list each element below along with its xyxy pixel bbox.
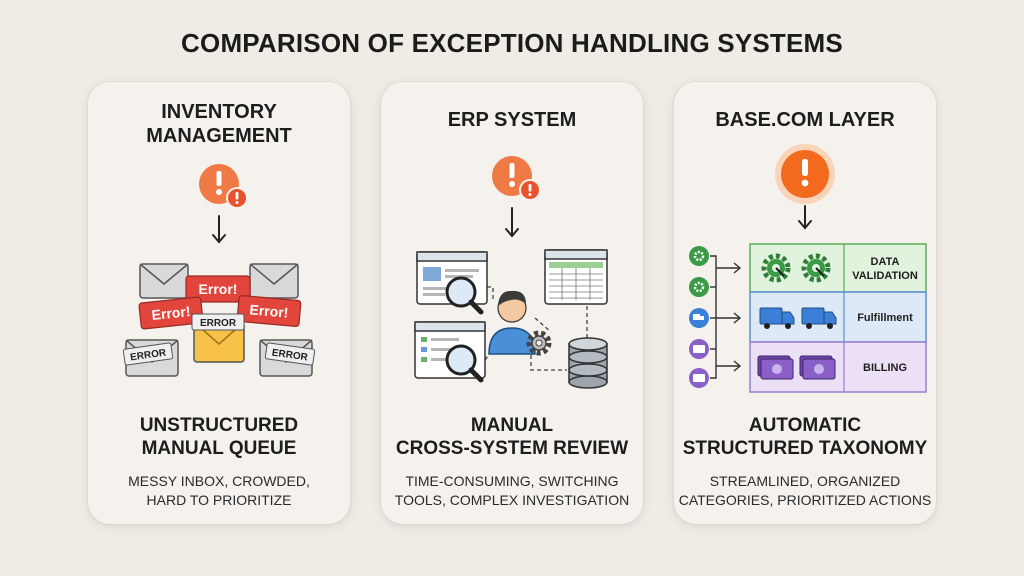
fulfillment-row: Fulfillment bbox=[749, 291, 927, 343]
error-tag: ERROR bbox=[122, 342, 174, 366]
card-subtitle-line1: MANUAL bbox=[470, 415, 554, 436]
base-com-layer-card: BASE.COM LAYER bbox=[674, 82, 936, 524]
card-description-line2: TOOLS, COMPLEX INVESTIGATION bbox=[394, 492, 630, 508]
money-icon bbox=[799, 355, 836, 380]
gear-icon bbox=[801, 253, 831, 283]
error-label: Error! bbox=[199, 281, 238, 297]
money-icon bbox=[757, 355, 794, 380]
error-note: Error! bbox=[138, 296, 204, 330]
card-heading-line2: MANAGEMENT bbox=[146, 125, 292, 147]
alert-icon bbox=[199, 164, 248, 209]
error-tag-label: ERROR bbox=[200, 318, 237, 329]
gear-icon bbox=[761, 253, 791, 283]
error-label: Error! bbox=[249, 301, 289, 320]
input-items bbox=[689, 246, 709, 388]
magnifier-icon bbox=[445, 276, 484, 315]
erp-system-card: ERP SYSTEM bbox=[381, 82, 643, 524]
card-heading: BASE.COM LAYER bbox=[715, 109, 895, 131]
database-icon bbox=[568, 337, 608, 389]
page-title: COMPARISON OF EXCEPTION HANDLING SYSTEMS bbox=[181, 28, 843, 58]
card-description-line1: MESSY INBOX, CROWDED, bbox=[128, 473, 310, 489]
category-data-validation-line1: DATA bbox=[871, 256, 900, 268]
card-heading-line1: INVENTORY bbox=[161, 101, 277, 123]
card-description-line2: CATEGORIES, PRIORITIZED ACTIONS bbox=[678, 492, 932, 508]
card-subtitle-line2: STRUCTURED TAXONOMY bbox=[682, 438, 928, 459]
messy-inbox-illustration: Error! Error! Error! ERROR ERROR ERROR bbox=[122, 164, 316, 377]
card-subtitle-line1: UNSTRUCTURED bbox=[139, 415, 299, 436]
truck-icon bbox=[801, 307, 837, 329]
truck-icon bbox=[759, 307, 795, 329]
gear-icon bbox=[526, 330, 552, 356]
card-description-line1: STREAMLINED, ORGANIZED bbox=[709, 473, 901, 489]
error-tag: ERROR bbox=[191, 313, 245, 331]
card-subtitle-line1: AUTOMATIC bbox=[748, 415, 862, 436]
arrow-down-icon bbox=[505, 207, 519, 238]
arrow-down-icon bbox=[212, 215, 226, 244]
error-tag-label: ERROR bbox=[130, 347, 168, 363]
category-billing: BILLING bbox=[863, 362, 907, 374]
error-tag-label: ERROR bbox=[271, 348, 309, 364]
spreadsheet-icon bbox=[544, 249, 608, 305]
alert-icon bbox=[492, 156, 541, 201]
error-label: Error! bbox=[151, 303, 191, 323]
billing-row: BILLING bbox=[749, 341, 927, 393]
validation-row: DATA VALIDATION bbox=[749, 243, 927, 293]
category-data-validation-line2: VALIDATION bbox=[852, 270, 918, 282]
card-heading: ERP SYSTEM bbox=[447, 109, 577, 131]
error-note: Error! bbox=[236, 294, 302, 328]
card-subtitle-line2: CROSS-SYSTEM REVIEW bbox=[395, 438, 629, 459]
routing-lines bbox=[710, 255, 742, 379]
error-tag: ERROR bbox=[264, 342, 316, 366]
error-note: Error! bbox=[185, 275, 251, 303]
magnifier-icon bbox=[445, 344, 484, 383]
card-subtitle-line2: MANUAL QUEUE bbox=[141, 438, 297, 459]
arrow-down-icon bbox=[798, 205, 812, 230]
inventory-management-card: INVENTORY MANAGEMENT bbox=[88, 82, 350, 524]
alert-icon bbox=[775, 144, 835, 204]
card-description-line1: TIME-CONSUMING, SWITCHING bbox=[405, 473, 619, 489]
category-fulfillment: Fulfillment bbox=[857, 312, 913, 324]
structured-taxonomy-illustration: DATA VALIDATION Fulfillment bbox=[689, 144, 927, 393]
cross-system-illustration bbox=[414, 156, 608, 389]
card-description-line2: HARD TO PRIORITIZE bbox=[146, 492, 292, 508]
